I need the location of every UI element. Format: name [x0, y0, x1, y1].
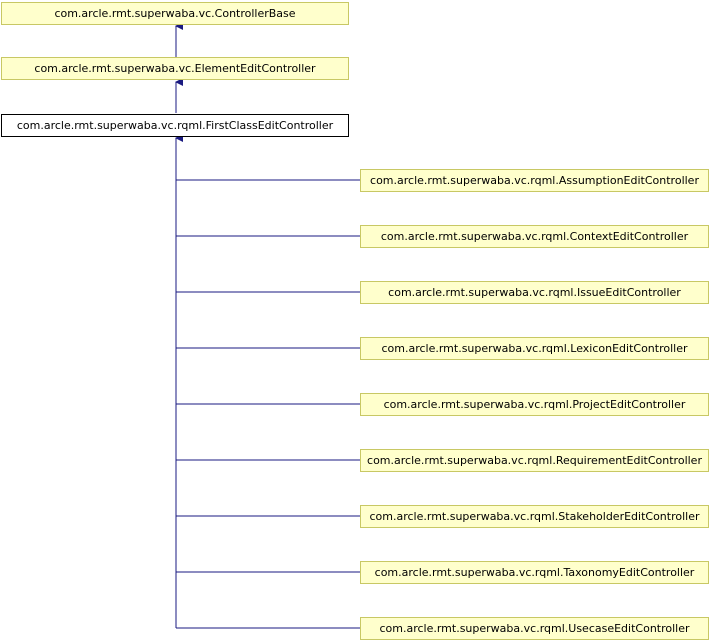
class-node-context-edit-controller[interactable]: com.arcle.rmt.superwaba.vc.rqml.ContextE… [360, 225, 709, 248]
class-node-stakeholder-edit-controller[interactable]: com.arcle.rmt.superwaba.vc.rqml.Stakehol… [360, 505, 709, 528]
class-node-project-edit-controller[interactable]: com.arcle.rmt.superwaba.vc.rqml.ProjectE… [360, 393, 709, 416]
class-node-first-class-edit-controller: com.arcle.rmt.superwaba.vc.rqml.FirstCla… [1, 114, 349, 137]
subclass-branches [176, 179, 360, 629]
class-node-issue-edit-controller[interactable]: com.arcle.rmt.superwaba.vc.rqml.IssueEdi… [360, 281, 709, 304]
class-node-lexicon-edit-controller[interactable]: com.arcle.rmt.superwaba.vc.rqml.LexiconE… [360, 337, 709, 360]
class-node-usecase-edit-controller[interactable]: com.arcle.rmt.superwaba.vc.rqml.UsecaseE… [360, 617, 709, 640]
class-node-requirement-edit-controller[interactable]: com.arcle.rmt.superwaba.vc.rqml.Requirem… [360, 449, 709, 472]
class-node-element-edit-controller[interactable]: com.arcle.rmt.superwaba.vc.ElementEditCo… [1, 57, 349, 80]
class-node-assumption-edit-controller[interactable]: com.arcle.rmt.superwaba.vc.rqml.Assumpti… [360, 169, 709, 192]
class-node-controller-base[interactable]: com.arcle.rmt.superwaba.vc.ControllerBas… [1, 2, 349, 25]
class-node-taxonomy-edit-controller[interactable]: com.arcle.rmt.superwaba.vc.rqml.Taxonomy… [360, 561, 709, 584]
